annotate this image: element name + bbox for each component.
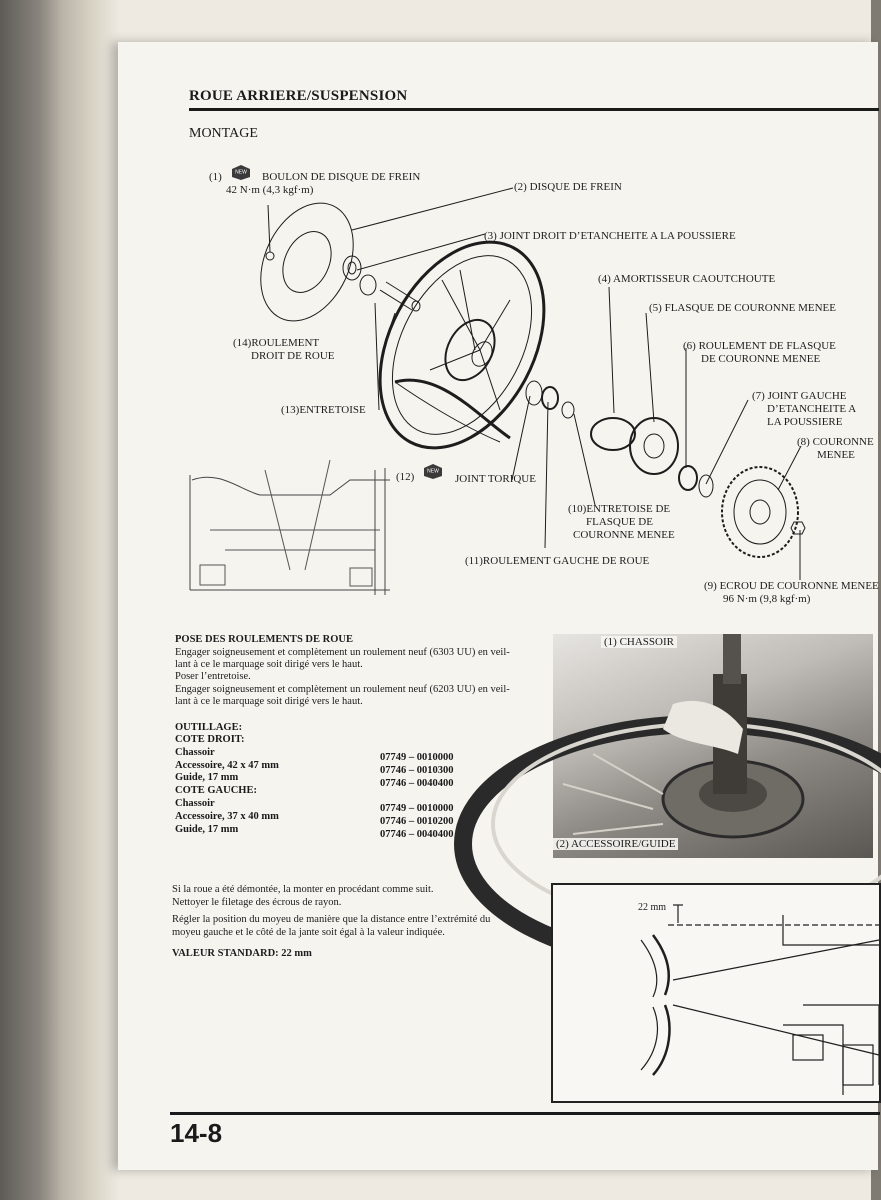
label-7-left-dust-seal-line3: LA POUSSIERE xyxy=(767,416,843,428)
tool-code: 07746 – 0010300 xyxy=(380,765,454,776)
label-6-flange-bearing-line2: DE COURONNE MENEE xyxy=(701,353,821,365)
label-6-flange-bearing: (6) ROULEMENT DE FLASQUE xyxy=(683,340,836,352)
tool-code: 07746 – 0010200 xyxy=(380,816,454,827)
label-13-spacer: (13)ENTRETOISE xyxy=(281,404,366,416)
label-14-right-wheel-bearing: (14)ROULEMENT xyxy=(233,337,320,349)
new-part-icon: NEW xyxy=(232,165,250,180)
tool-name: Accessoire, 37 x 40 mm xyxy=(175,811,279,822)
exploded-wheel-diagram xyxy=(189,187,806,595)
label-5-driven-flange: (5) FLASQUE DE COURONNE MENEE xyxy=(649,302,836,314)
figure-dimension-22mm: 22 mm xyxy=(638,902,667,913)
label-9-sprocket-nut: (9) ECROU DE COURONNE MENEE xyxy=(704,580,879,592)
bearings-step1-line1: Engager soigneusement et complètement un… xyxy=(175,647,510,658)
label-1-brake-disc-bolt: BOULON DE DISQUE DE FREIN xyxy=(262,171,421,183)
label-10-flange-spacer-line3: COURONNE MENEE xyxy=(573,529,675,541)
bearings-step2: Poser l’entretoise. xyxy=(175,671,251,682)
label-8-driven-sprocket-line2: MENEE xyxy=(817,449,855,461)
tool-code: 07749 – 0010000 xyxy=(380,752,454,763)
rim-step3-line1: Régler la position du moyeu de manière q… xyxy=(172,914,491,925)
photo-label-driver: (1) CHASSOIR xyxy=(601,636,677,648)
label-7-left-dust-seal: (7) JOINT GAUCHE xyxy=(752,390,847,402)
tool-code: 07749 – 0010000 xyxy=(380,803,454,814)
label-3-right-dust-seal: (3) JOINT DROIT D’ETANCHEITE A LA POUSSI… xyxy=(484,230,736,242)
page-number: 14-8 xyxy=(170,1118,223,1148)
new-badge-text: NEW xyxy=(427,469,439,475)
hub-offset-figure: 22 mm xyxy=(551,883,881,1103)
new-part-icon: NEW xyxy=(424,464,442,479)
page-header-title: ROUE ARRIERE/SUSPENSION xyxy=(189,88,408,104)
bearings-step3-line2: lant à ce le marquage soit dirigé vers l… xyxy=(175,696,363,707)
label-12-o-ring: JOINT TORIQUE xyxy=(455,473,536,485)
section-title: MONTAGE xyxy=(189,126,258,141)
label-8-driven-sprocket: (8) COURONNE xyxy=(797,436,874,448)
tooling-left-heading: COTE GAUCHE: xyxy=(175,785,257,796)
label-11-left-wheel-bearing: (11)ROULEMENT GAUCHE DE ROUE xyxy=(465,555,650,567)
label-9-torque: 96 N·m (9,8 kgf·m) xyxy=(723,593,811,605)
footer-rule xyxy=(170,1112,880,1115)
label-10-flange-spacer-line2: FLASQUE DE xyxy=(586,516,653,528)
tool-name: Accessoire, 42 x 47 mm xyxy=(175,760,279,771)
tooling-right-heading: COTE DROIT: xyxy=(175,734,245,745)
tool-code: 07746 – 0040400 xyxy=(380,778,454,789)
label-12-number: (12) xyxy=(396,471,415,483)
tool-name: Chassoir xyxy=(175,747,215,758)
label-7-left-dust-seal-line2: D’ETANCHEITE A xyxy=(767,403,857,415)
label-2-brake-disc: (2) DISQUE DE FREIN xyxy=(514,181,622,193)
photo-label-attachment: (2) ACCESSOIRE/GUIDE xyxy=(553,838,679,850)
label-1-number: (1) xyxy=(209,171,222,183)
bearings-step3-line1: Engager soigneusement et complètement un… xyxy=(175,684,510,695)
header-rule xyxy=(189,108,879,111)
tooling-heading: OUTILLAGE: xyxy=(175,722,243,733)
new-badge-text: NEW xyxy=(235,170,247,176)
tool-name: Guide, 17 mm xyxy=(175,772,239,783)
label-1-torque: 42 N·m (4,3 kgf·m) xyxy=(226,184,314,196)
label-14-right-wheel-bearing-line2: DROIT DE ROUE xyxy=(251,350,335,362)
tool-code: 07746 – 0040400 xyxy=(380,829,454,840)
tool-name: Guide, 17 mm xyxy=(175,824,239,835)
photo-illustration xyxy=(454,634,881,973)
label-10-flange-spacer: (10)ENTRETOISE DE xyxy=(568,503,671,515)
rim-step2: Nettoyer le filetage des écrous de rayon… xyxy=(172,897,342,908)
rim-step3-line2: moyeu gauche et le côté de la jante soit… xyxy=(172,927,445,938)
bearings-step1-line2: lant à ce le marquage soit dirigé vers l… xyxy=(175,659,363,670)
bearing-driver-photo: (1) CHASSOIR (2) ACCESSOIRE/GUIDE xyxy=(454,634,881,973)
rim-step1: Si la roue a été démontée, la monter en … xyxy=(172,884,434,895)
standard-value: VALEUR STANDARD: 22 mm xyxy=(172,948,312,959)
hub-offset-drawing xyxy=(640,904,880,1095)
bearings-title: POSE DES ROULEMENTS DE ROUE xyxy=(175,634,353,645)
tool-name: Chassoir xyxy=(175,798,215,809)
label-4-rubber-damper: (4) AMORTISSEUR CAOUTCHOUTE xyxy=(598,273,776,285)
